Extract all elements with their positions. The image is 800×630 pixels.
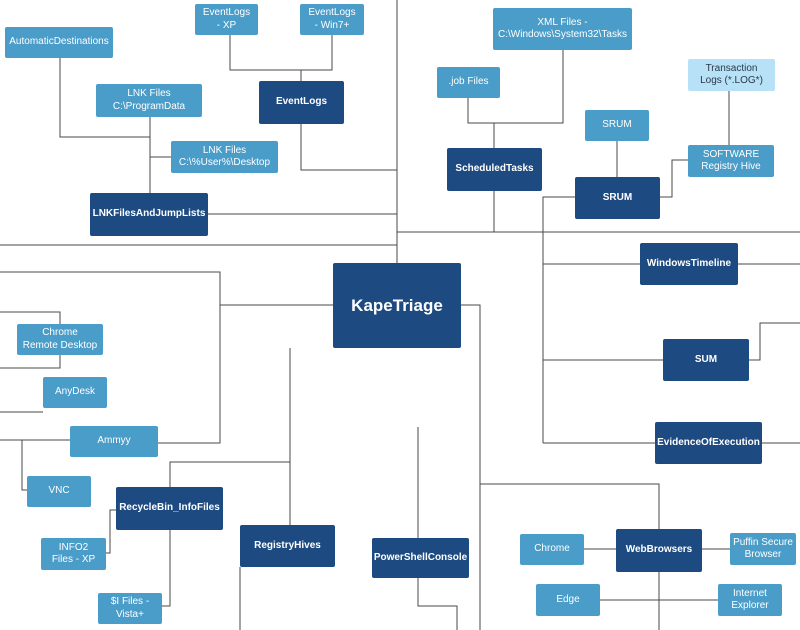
chrome-label: Chrome	[534, 543, 570, 555]
sum-label: SUM	[694, 353, 718, 365]
i-files-label: $I Files - Vista+	[110, 596, 150, 620]
powershellconsole-label: PowerShellConsole	[373, 551, 468, 563]
job-files-label: .job Files	[448, 76, 489, 88]
lnk-programdata-node[interactable]: LNK Files C:\ProgramData	[96, 84, 202, 117]
srum-node[interactable]: SRUM	[575, 177, 660, 219]
eventlogs-win7-node[interactable]: EventLogs - Win7+	[300, 4, 364, 35]
anydesk-label: AnyDesk	[54, 386, 95, 398]
ammyy-node[interactable]: Ammyy	[70, 426, 158, 457]
edge-node[interactable]: Edge	[536, 584, 600, 616]
lnkfiles-jumplists-node[interactable]: LNKFilesAndJumpLists	[90, 193, 208, 236]
ammyy-label: Ammyy	[97, 435, 131, 447]
automatic-destinations-label: AutomaticDestinations	[9, 36, 109, 48]
connector	[169, 348, 291, 487]
kapetriage-label: KapeTriage	[351, 295, 443, 315]
lnk-desktop-node[interactable]: LNK Files C:\%User%\Desktop	[171, 141, 278, 173]
xml-files-label: XML Files - C:\Windows\System32\Tasks	[498, 16, 627, 41]
powershellconsole-node[interactable]: PowerShellConsole	[372, 538, 469, 578]
chrome-remote-label: Chrome Remote Desktop	[22, 327, 98, 351]
chrome-remote-node[interactable]: Chrome Remote Desktop	[17, 324, 103, 355]
transaction-logs-label: Transaction Logs (*.LOG*)	[700, 62, 763, 87]
puffin-node[interactable]: Puffin Secure Browser	[730, 533, 796, 565]
edge-label: Edge	[556, 593, 580, 605]
scheduledtasks-label: ScheduledTasks	[455, 163, 534, 175]
puffin-label: Puffin Secure Browser	[733, 536, 793, 561]
xml-files-node[interactable]: XML Files - C:\Windows\System32\Tasks	[493, 8, 632, 50]
connector	[0, 271, 221, 444]
info2-label: INFO2 Files - XP	[51, 541, 96, 566]
vnc-label: VNC	[48, 485, 70, 497]
srum-leaf-node[interactable]: SRUM	[585, 110, 649, 141]
lnkfiles-jumplists-label: LNKFilesAndJumpLists	[92, 208, 206, 220]
webbrowsers-label: WebBrowsers	[625, 544, 693, 556]
recyclebin-node[interactable]: RecycleBin_InfoFiles	[116, 487, 223, 530]
info2-node[interactable]: INFO2 Files - XP	[41, 538, 106, 570]
connector	[417, 578, 458, 630]
vnc-node[interactable]: VNC	[27, 476, 91, 507]
connector	[480, 483, 660, 630]
srum-leaf-label: SRUM	[602, 119, 632, 131]
lnk-programdata-label: LNK Files C:\ProgramData	[112, 88, 186, 112]
lnk-desktop-label: LNK Files C:\%User%\Desktop	[178, 144, 271, 169]
connector	[542, 196, 575, 443]
registryhives-node[interactable]: RegistryHives	[240, 525, 335, 567]
connector	[749, 322, 800, 361]
anydesk-node[interactable]: AnyDesk	[43, 377, 107, 408]
connector	[461, 304, 481, 630]
webbrowsers-node[interactable]: WebBrowsers	[616, 529, 702, 572]
internet-explorer-label: Internet Explorer	[731, 587, 769, 612]
recyclebin-label: RecycleBin_InfoFiles	[119, 502, 220, 514]
internet-explorer-node[interactable]: Internet Explorer	[718, 584, 782, 616]
evidenceofexecution-node[interactable]: EvidenceOfExecution	[655, 422, 762, 464]
eventlogs-win7-label: EventLogs - Win7+	[308, 7, 356, 31]
eventlogs-xp-node[interactable]: EventLogs - XP	[195, 4, 258, 35]
software-hive-label: SOFTWARE Registry Hive	[701, 148, 761, 173]
software-hive-node[interactable]: SOFTWARE Registry Hive	[688, 145, 774, 177]
i-files-node[interactable]: $I Files - Vista+	[98, 593, 162, 624]
transaction-logs-node[interactable]: Transaction Logs (*.LOG*)	[688, 59, 775, 91]
srum-label: SRUM	[602, 191, 633, 203]
connector	[229, 35, 333, 71]
connector	[467, 50, 564, 124]
connector	[300, 124, 397, 171]
kapetriage-node[interactable]: KapeTriage	[333, 263, 461, 348]
eventlogs-label: EventLogs	[275, 96, 328, 108]
evidenceofexecution-label: EvidenceOfExecution	[657, 436, 760, 448]
sum-node[interactable]: SUM	[663, 339, 749, 381]
connector	[162, 530, 171, 607]
connector	[660, 159, 688, 198]
eventlogs-xp-label: EventLogs - XP	[202, 7, 251, 31]
job-files-node[interactable]: .job Files	[437, 67, 500, 98]
windowstimeline-label: WindowsTimeline	[646, 257, 732, 269]
connector	[59, 58, 150, 138]
eventlogs-node[interactable]: EventLogs	[259, 81, 344, 124]
chrome-node[interactable]: Chrome	[520, 534, 584, 565]
connector	[106, 509, 116, 554]
windowstimeline-node[interactable]: WindowsTimeline	[640, 243, 738, 285]
registryhives-label: RegistryHives	[254, 539, 321, 551]
automatic-destinations-node[interactable]: AutomaticDestinations	[5, 27, 113, 58]
scheduledtasks-node[interactable]: ScheduledTasks	[447, 148, 542, 191]
